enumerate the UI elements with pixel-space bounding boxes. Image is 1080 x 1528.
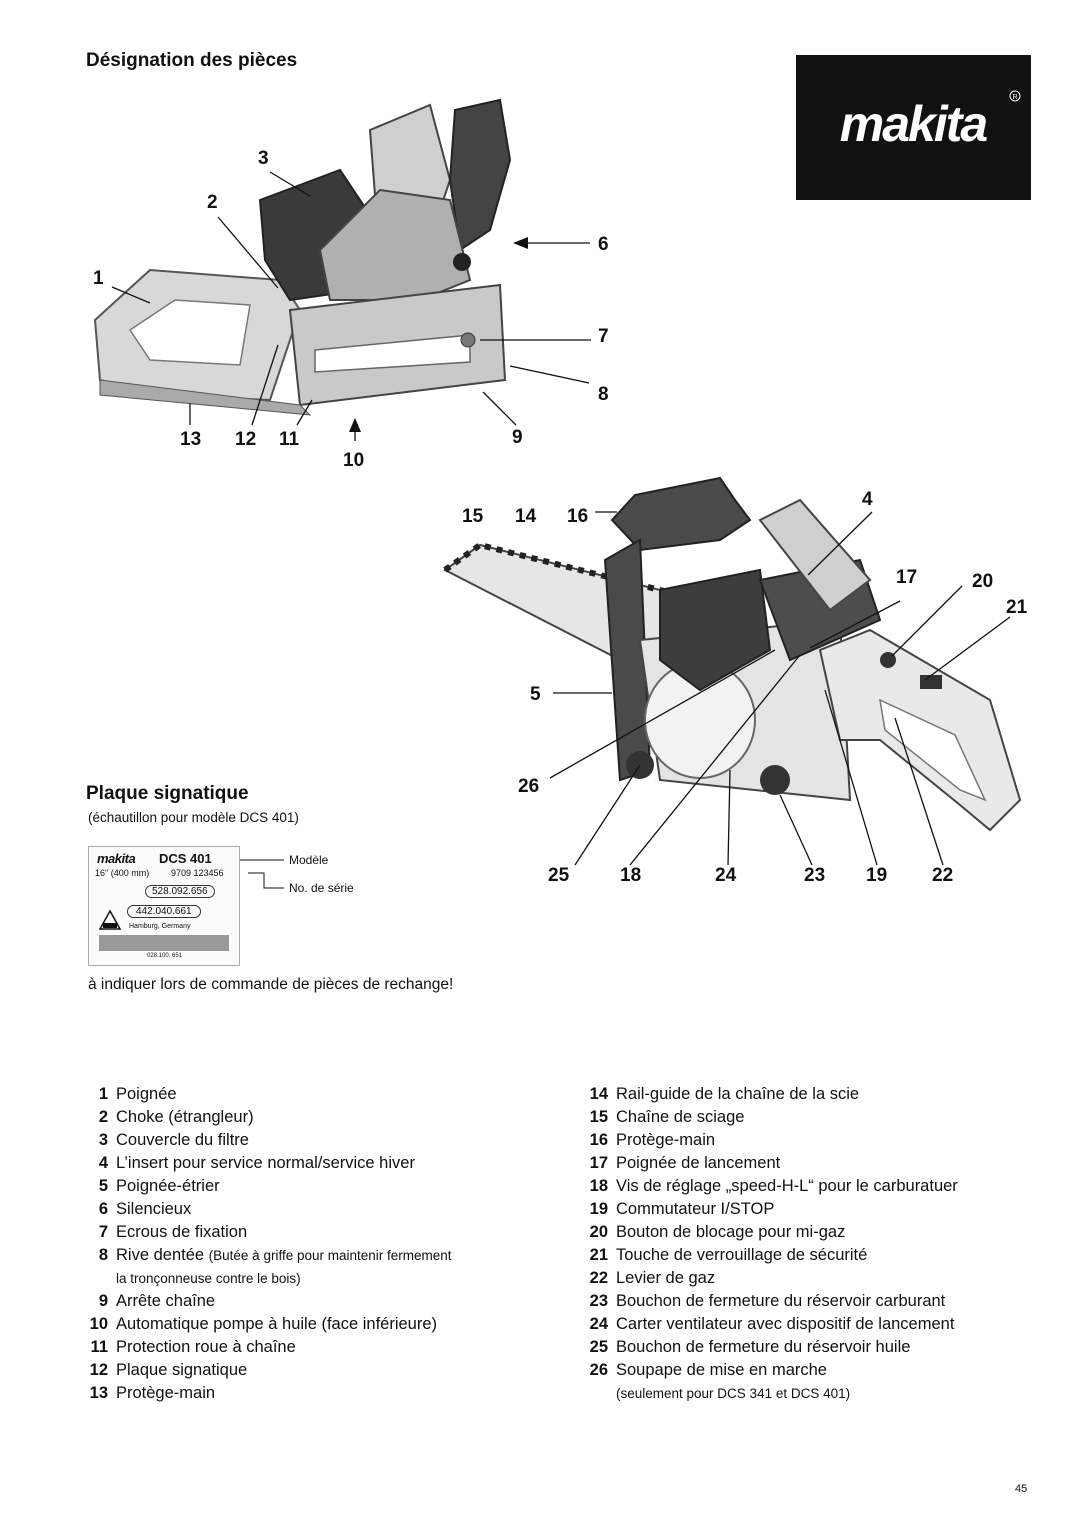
callout-22: 22 xyxy=(932,865,954,886)
chainsaw-bottom-illustration xyxy=(443,476,1022,866)
callout-7: 7 xyxy=(598,326,609,347)
plate-model: DCS 401 xyxy=(159,851,212,866)
chainsaw-top-illustration xyxy=(93,98,591,441)
page-number: 45 xyxy=(1015,1483,1028,1495)
callout-13: 13 xyxy=(180,429,202,450)
callout-3: 3 xyxy=(258,148,269,169)
plate-code-1: 528.092.656 xyxy=(145,885,215,898)
plate-number: 028.100. 651 xyxy=(147,953,183,959)
callout-19: 19 xyxy=(866,865,888,886)
callout-16: 16 xyxy=(567,506,589,527)
callout-25: 25 xyxy=(548,865,570,886)
plate-size: 16" (400 mm) xyxy=(95,868,150,878)
callout-20: 20 xyxy=(972,571,994,592)
rating-plate: makita DCS 401 16" (400 mm) 9709 123456 … xyxy=(88,846,240,966)
callout-15: 15 xyxy=(462,506,484,527)
callout-12: 12 xyxy=(235,429,257,450)
callout-10: 10 xyxy=(343,450,365,471)
plate-brand: makita xyxy=(97,851,136,866)
plate-section-title: Plaque signatique xyxy=(86,783,249,804)
callout-4: 4 xyxy=(862,489,873,510)
plate-bar xyxy=(99,935,229,951)
callout-24: 24 xyxy=(715,865,737,886)
callout-23: 23 xyxy=(804,865,826,886)
callout-21: 21 xyxy=(1006,597,1028,618)
callout-17: 17 xyxy=(896,567,918,588)
callout-26: 26 xyxy=(518,776,540,797)
svg-text:makita: makita xyxy=(840,96,988,152)
plate-label-model: Modèle xyxy=(289,853,329,867)
callout-8: 8 xyxy=(598,384,609,405)
plate-label-serial: No. de série xyxy=(289,881,354,895)
legend-item-continuation: la tronçonneuse contre le bois) xyxy=(116,1271,301,1286)
plate-code-2: 442.040.661 xyxy=(127,905,201,918)
plate-city: Hamburg, Germany xyxy=(129,923,191,930)
warning-icon xyxy=(98,909,122,936)
legend-item-continuation: (seulement pour DCS 341 et DCS 401) xyxy=(616,1386,851,1401)
callout-2: 2 xyxy=(207,192,218,213)
callout-6: 6 xyxy=(598,234,609,255)
callout-9: 9 xyxy=(512,427,523,448)
page-title: Désignation des pièces xyxy=(86,50,298,71)
plate-serial: 9709 123456 xyxy=(171,868,224,878)
callout-11: 11 xyxy=(279,429,300,450)
svg-text:R: R xyxy=(1012,94,1017,101)
plate-section-caption: (échautillon pour modèle DCS 401) xyxy=(88,810,299,825)
makita-logo: makita R xyxy=(796,55,1031,200)
callout-1: 1 xyxy=(93,268,104,289)
callout-14: 14 xyxy=(515,506,537,527)
callout-5: 5 xyxy=(530,684,541,705)
callout-18: 18 xyxy=(620,865,642,886)
order-notice: à indiquer lors de commande de pièces de… xyxy=(88,976,454,993)
